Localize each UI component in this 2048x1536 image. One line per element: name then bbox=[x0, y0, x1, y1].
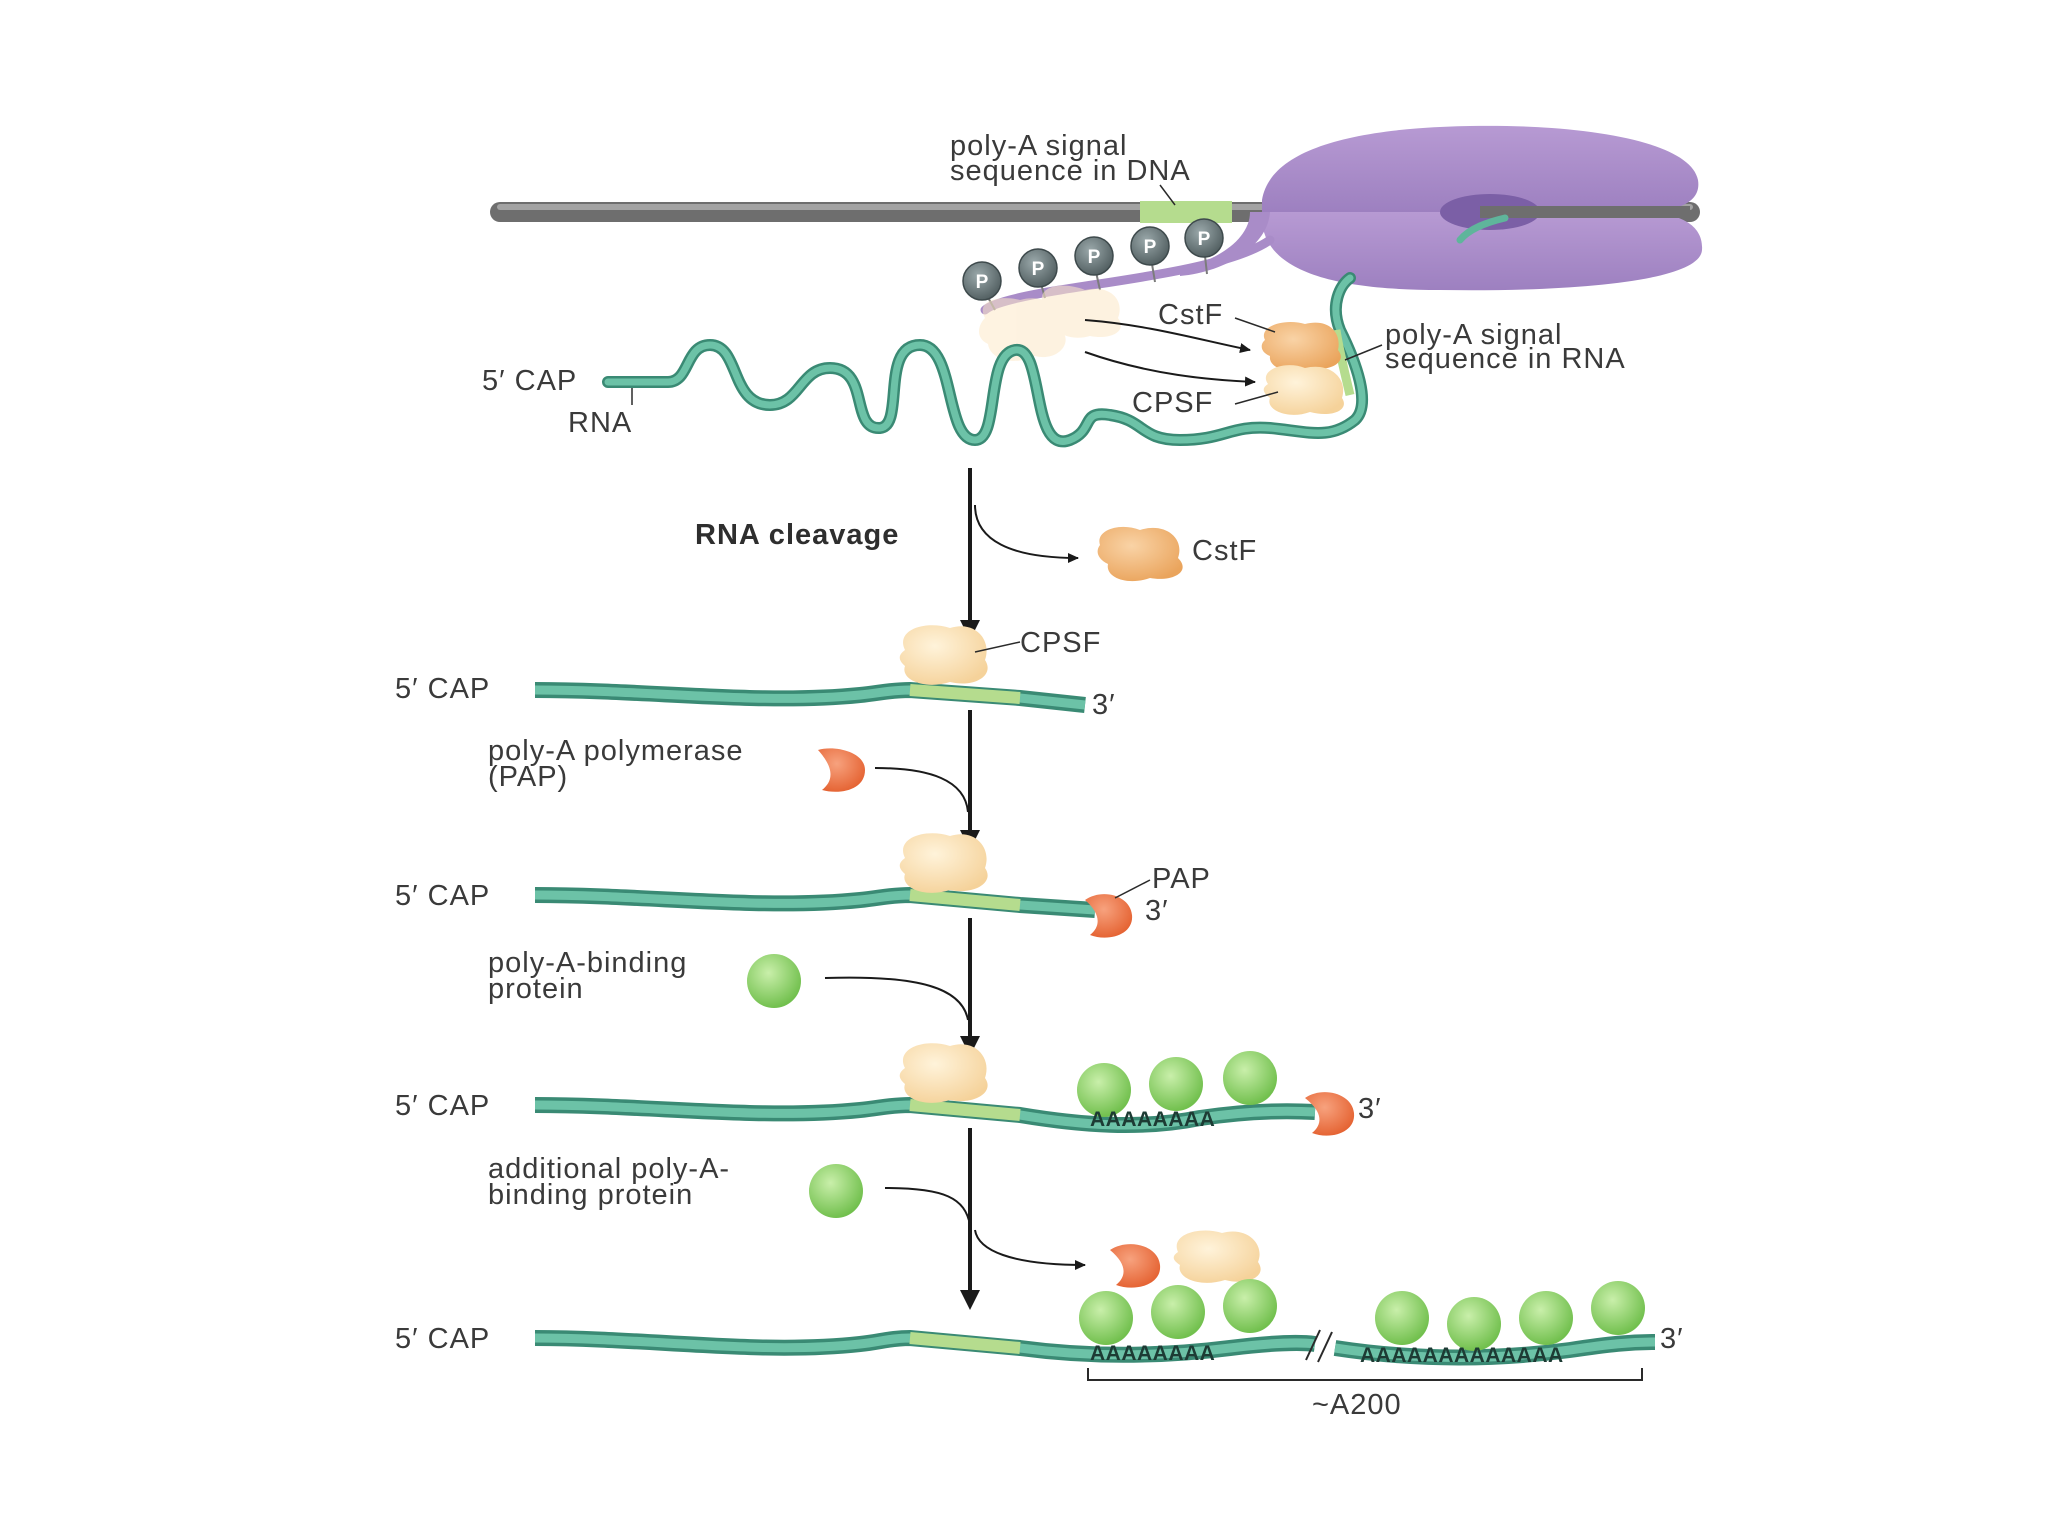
pabp-final-7 bbox=[1591, 1281, 1645, 1335]
rna-row-final bbox=[534, 1329, 1656, 1366]
phosphate-3: P bbox=[1074, 236, 1114, 276]
length-label: ~A200 bbox=[1312, 1389, 1402, 1421]
pabp-label-line2: protein bbox=[488, 973, 584, 1005]
add-pabp-join-curve bbox=[884, 1187, 971, 1226]
dna-signal-label-line2: sequence in DNA bbox=[950, 155, 1191, 187]
svg-text:P: P bbox=[1032, 259, 1045, 280]
dna-signal-label-line1: poly-A signal bbox=[950, 130, 1127, 162]
length-bracket bbox=[1087, 1368, 1643, 1381]
rna-polymerase bbox=[1180, 125, 1703, 291]
step-arrow-4 bbox=[960, 1128, 980, 1310]
rna-label: RNA bbox=[568, 407, 632, 439]
pabp-final-4 bbox=[1375, 1291, 1429, 1345]
rna-signal-label-line2: sequence in RNA bbox=[1385, 343, 1626, 375]
pap-full-label-line1: poly-A polymerase bbox=[488, 735, 744, 767]
step-arrow-1 bbox=[960, 468, 980, 640]
phosphate-1: P bbox=[962, 261, 1002, 301]
step-arrow-2 bbox=[960, 710, 980, 850]
rna-row-3 bbox=[534, 1096, 1316, 1134]
cstf-released bbox=[1097, 526, 1183, 582]
five-cap-label-final: 5′ CAP bbox=[395, 1323, 490, 1355]
five-cap-label-3: 5′ CAP bbox=[395, 1090, 490, 1122]
cpsf-row-2 bbox=[899, 833, 988, 893]
rna-row-2 bbox=[534, 886, 1096, 918]
pabp-label-line1: poly-A-binding bbox=[488, 947, 687, 979]
rna-poly-a-signal bbox=[1331, 329, 1355, 397]
cpsf-move-arrow bbox=[1084, 351, 1256, 387]
five-cap-label-1: 5′ CAP bbox=[395, 673, 490, 705]
svg-text:P: P bbox=[976, 272, 989, 293]
pabp-row-3-c bbox=[1223, 1051, 1277, 1105]
pap-join-curve bbox=[874, 767, 969, 813]
nascent-rna bbox=[602, 272, 1369, 448]
cstf-label-released: CstF bbox=[1192, 535, 1257, 567]
dna-poly-a-signal bbox=[1140, 201, 1232, 223]
cpsf-row-1 bbox=[899, 625, 988, 685]
five-cap-label-2: 5′ CAP bbox=[395, 880, 490, 912]
cstf-move-arrow bbox=[1084, 319, 1251, 353]
pabp-final-3 bbox=[1223, 1279, 1277, 1333]
pabp-incoming bbox=[747, 954, 801, 1008]
three-prime-label-3: 3′ bbox=[1358, 1093, 1382, 1125]
phosphate-5: P bbox=[1184, 218, 1224, 258]
cpsf-label-top: CPSF bbox=[1132, 387, 1213, 419]
rna-cleavage-label: RNA cleavage bbox=[695, 519, 899, 551]
polyA-final-short: AAAAAAAA bbox=[1090, 1342, 1215, 1365]
pap-incoming bbox=[818, 748, 865, 792]
pabp-row-3-b bbox=[1149, 1057, 1203, 1111]
svg-text:P: P bbox=[1144, 237, 1157, 258]
pap-label-2: PAP bbox=[1152, 863, 1211, 895]
step-arrow-3 bbox=[960, 918, 980, 1056]
polyA-row-3: AAAAAAAA bbox=[1090, 1108, 1215, 1131]
cstf-release-arrow bbox=[974, 504, 1079, 563]
pabp-final-1 bbox=[1079, 1291, 1133, 1345]
pap-released bbox=[1110, 1244, 1161, 1288]
svg-text:P: P bbox=[1088, 247, 1101, 268]
rna-row-1 bbox=[534, 681, 1086, 713]
three-prime-label-1: 3′ bbox=[1092, 689, 1116, 721]
cpsf-bound bbox=[1263, 365, 1344, 415]
cpsf-released bbox=[1173, 1230, 1261, 1283]
svg-text:P: P bbox=[1198, 229, 1211, 250]
pabp-final-5 bbox=[1447, 1297, 1501, 1351]
cpsf-row-3 bbox=[899, 1043, 988, 1103]
pabp-join-curve bbox=[824, 976, 969, 1021]
phosphate-2: P bbox=[1018, 248, 1058, 288]
pabp-row-3-a bbox=[1077, 1063, 1131, 1117]
add-pabp-label-line2: binding protein bbox=[488, 1179, 693, 1211]
cpsf-label-1: CPSF bbox=[1020, 627, 1101, 659]
cstf-label-top: CstF bbox=[1158, 299, 1223, 331]
add-pabp-incoming bbox=[809, 1164, 863, 1218]
add-pabp-label-line1: additional poly-A- bbox=[488, 1153, 730, 1185]
pap-full-label-line2: (PAP) bbox=[488, 761, 568, 793]
polyA-final-long: AAAAAAAAAAAAA bbox=[1360, 1344, 1564, 1367]
cstf-bound bbox=[1261, 321, 1341, 372]
three-prime-label-2: 3′ bbox=[1145, 895, 1169, 927]
rna-signal-label-line1: poly-A signal bbox=[1385, 319, 1562, 351]
pap-row-3 bbox=[1305, 1092, 1355, 1136]
pabp-final-2 bbox=[1151, 1285, 1205, 1339]
faded-factors-on-ctd bbox=[979, 285, 1121, 361]
phosphate-4: P bbox=[1130, 226, 1170, 266]
release-arrow bbox=[974, 1229, 1086, 1270]
pap-row-2 bbox=[1085, 894, 1133, 938]
pabp-final-6 bbox=[1519, 1291, 1573, 1345]
five-cap-label-top: 5′ CAP bbox=[482, 365, 577, 397]
three-prime-label-final: 3′ bbox=[1660, 1323, 1684, 1355]
